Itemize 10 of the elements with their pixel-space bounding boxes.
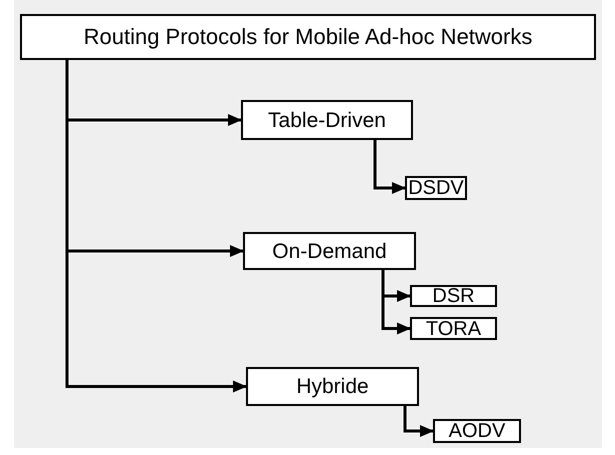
protocol-box: TORA bbox=[410, 317, 497, 340]
title-box: Routing Protocols for Mobile Ad-hoc Networks bbox=[20, 14, 596, 60]
arrow bbox=[404, 406, 434, 437]
protocol-box: DSR bbox=[410, 285, 497, 307]
protocol-box: AODV bbox=[433, 419, 521, 443]
protocol-box: Table-Driven bbox=[241, 100, 413, 140]
protocol-box: DSDV bbox=[405, 176, 467, 200]
protocol-box: On-Demand bbox=[243, 232, 416, 270]
protocol-box: Hybride bbox=[246, 367, 419, 406]
arrow bbox=[374, 140, 406, 194]
